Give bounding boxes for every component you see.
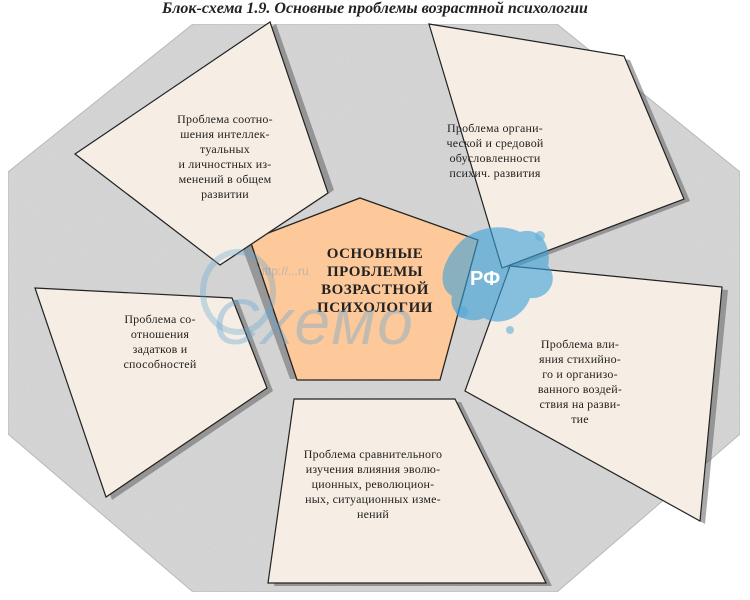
diagram-title: Блок-схема 1.9. Основные проблемы возрас… (162, 0, 588, 17)
problem-right-label: Проблема вли- яния стихийно- го и органи… (537, 337, 623, 426)
box-top-left (73, 21, 329, 266)
problem-bottom-label: Проблема сравнительного изучения влияния… (303, 447, 443, 521)
watermark-brand: Схемо (213, 286, 415, 358)
center-title: ОСНОВНЫЕ ПРОБЛЕМЫ ВОЗРАСТНОЙ ПСИХОЛОГИИ (317, 246, 433, 316)
problem-top-left-label: Проблема соотно- шения интеллек- туальны… (177, 112, 273, 201)
problem-left-label: Проблема со- отношения задатков и способ… (123, 312, 197, 371)
box-bottom (267, 398, 547, 584)
watermark-domain: http://...ru (258, 264, 309, 278)
watermark-ring (200, 249, 276, 335)
watermark-tld: РФ (470, 268, 501, 290)
problem-top-right-label: Проблема органи- ческой и средовой обусл… (446, 121, 544, 180)
box-right (464, 265, 723, 522)
watermark-splash (442, 227, 553, 334)
box-top-right (428, 23, 685, 269)
box-left (34, 287, 268, 498)
